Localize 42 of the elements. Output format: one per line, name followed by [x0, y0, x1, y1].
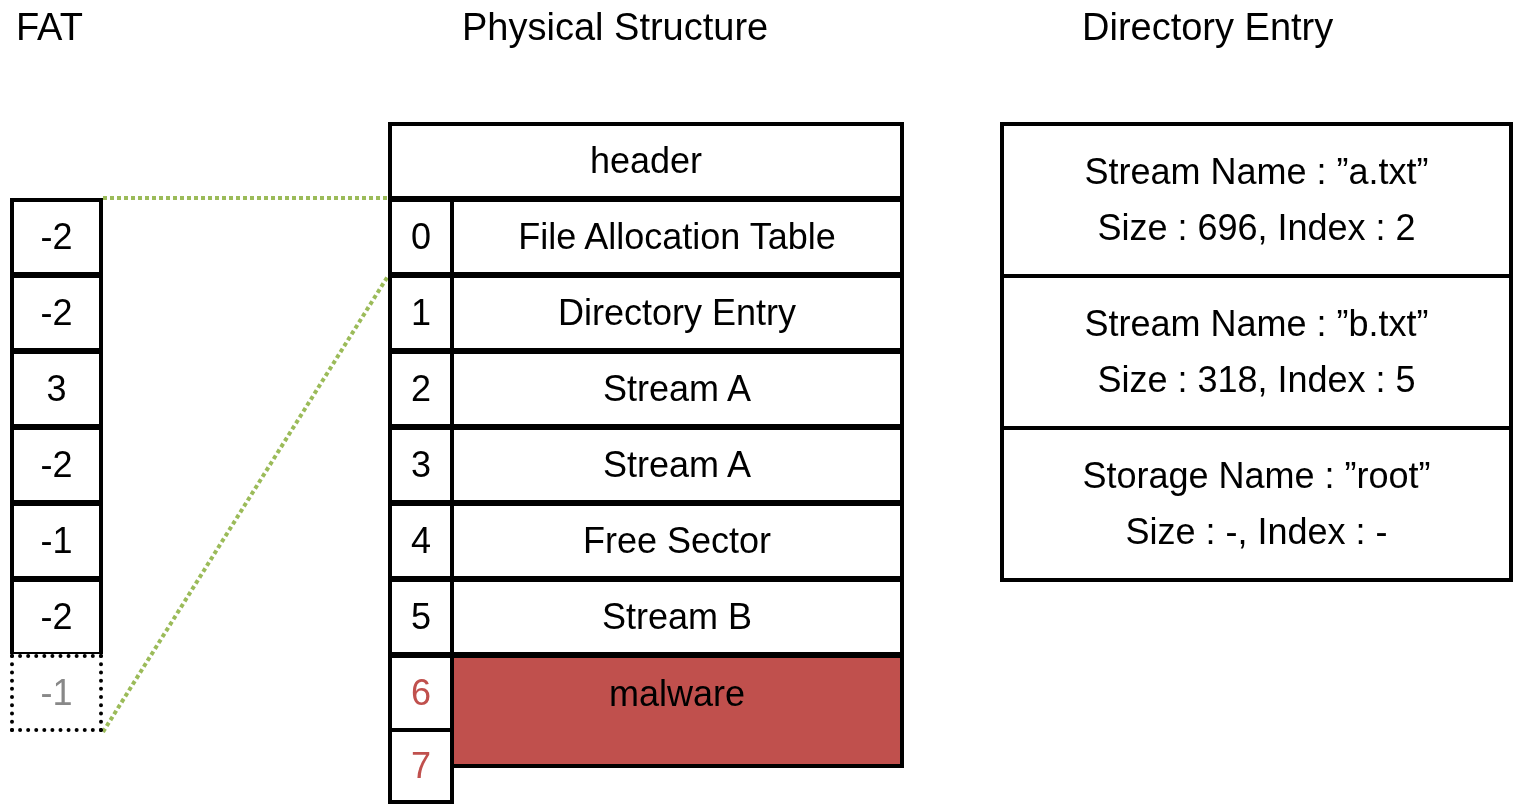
cell-text: 5: [411, 595, 431, 639]
cell-text: Size : -, Index : -: [1125, 510, 1388, 554]
zoom-line: [101, 274, 390, 734]
cell-text: Stream Name : ”a.txt”: [1084, 150, 1429, 194]
zoom-line: [103, 196, 388, 200]
fat-cell: [10, 198, 103, 276]
column-heading: Directory Entry: [1082, 6, 1334, 49]
cell-text: -2: [40, 443, 73, 487]
fat-cell: [10, 426, 103, 504]
column-heading: FAT: [16, 6, 83, 49]
cell-text: malware: [608, 672, 745, 716]
cell-text: -2: [40, 595, 73, 639]
cell-text: Storage Name : ”root”: [1082, 454, 1431, 498]
cell-text: Stream B: [601, 595, 752, 639]
cell-text: -2: [40, 215, 73, 259]
cell-text: -2: [40, 291, 73, 335]
cell-text: Stream Name : ”b.txt”: [1084, 302, 1429, 346]
cell-text: Stream A: [602, 443, 752, 487]
cell-text: Size : 696, Index : 2: [1097, 206, 1416, 250]
header-cell: [388, 122, 904, 200]
fat-cell: [10, 654, 103, 732]
cell-text: 6: [411, 671, 431, 715]
cell-text: -1: [40, 671, 73, 715]
cell-text: 1: [411, 291, 431, 335]
cell-text: 2: [411, 367, 431, 411]
cell-text: Stream A: [602, 367, 752, 411]
fat-cell: [10, 350, 103, 428]
cell-text: Size : 318, Index : 5: [1097, 358, 1416, 402]
column-heading: Physical Structure: [462, 6, 769, 49]
cell-text: File Allocation Table: [518, 215, 836, 259]
cell-text: 3: [46, 367, 67, 411]
cell-text: 4: [411, 519, 431, 563]
cell-text: 3: [411, 443, 431, 487]
cell-text: 7: [411, 744, 431, 788]
cell-text: Directory Entry: [557, 291, 796, 335]
fat-cell: [10, 578, 103, 656]
fat-cell: [10, 274, 103, 352]
cell-text: header: [589, 139, 703, 183]
cell-text: -1: [40, 519, 73, 563]
cell-text: 0: [411, 215, 431, 259]
cell-text: Free Sector: [582, 519, 772, 563]
fat-cell: [10, 502, 103, 580]
